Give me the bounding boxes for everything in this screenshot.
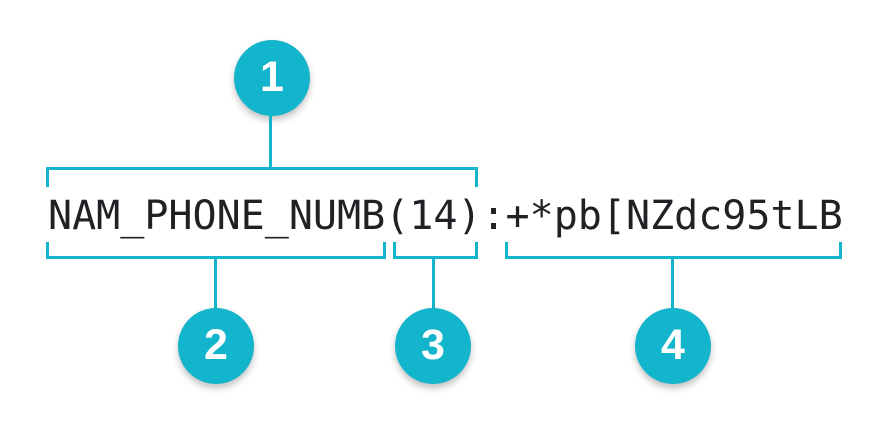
callout-number-4: 4 <box>661 320 685 369</box>
callout-badge-2: 2 <box>178 308 254 384</box>
connector-line-2 <box>214 256 217 311</box>
bracket-segment-3 <box>393 242 478 259</box>
connector-line-3 <box>432 256 435 311</box>
callout-number-3: 3 <box>421 320 445 369</box>
token-text: NAM_PHONE_NUMB(14):+*pb[NZdc95tLB <box>48 193 843 239</box>
connector-line-1 <box>269 114 272 170</box>
callout-badge-3: 3 <box>395 308 471 384</box>
callout-number-2: 2 <box>204 320 228 369</box>
bracket-segment-1 <box>46 167 478 187</box>
callout-badge-4: 4 <box>635 308 711 384</box>
connector-line-4 <box>671 256 674 311</box>
callout-number-1: 1 <box>260 52 284 101</box>
callout-badge-1: 1 <box>234 40 310 116</box>
